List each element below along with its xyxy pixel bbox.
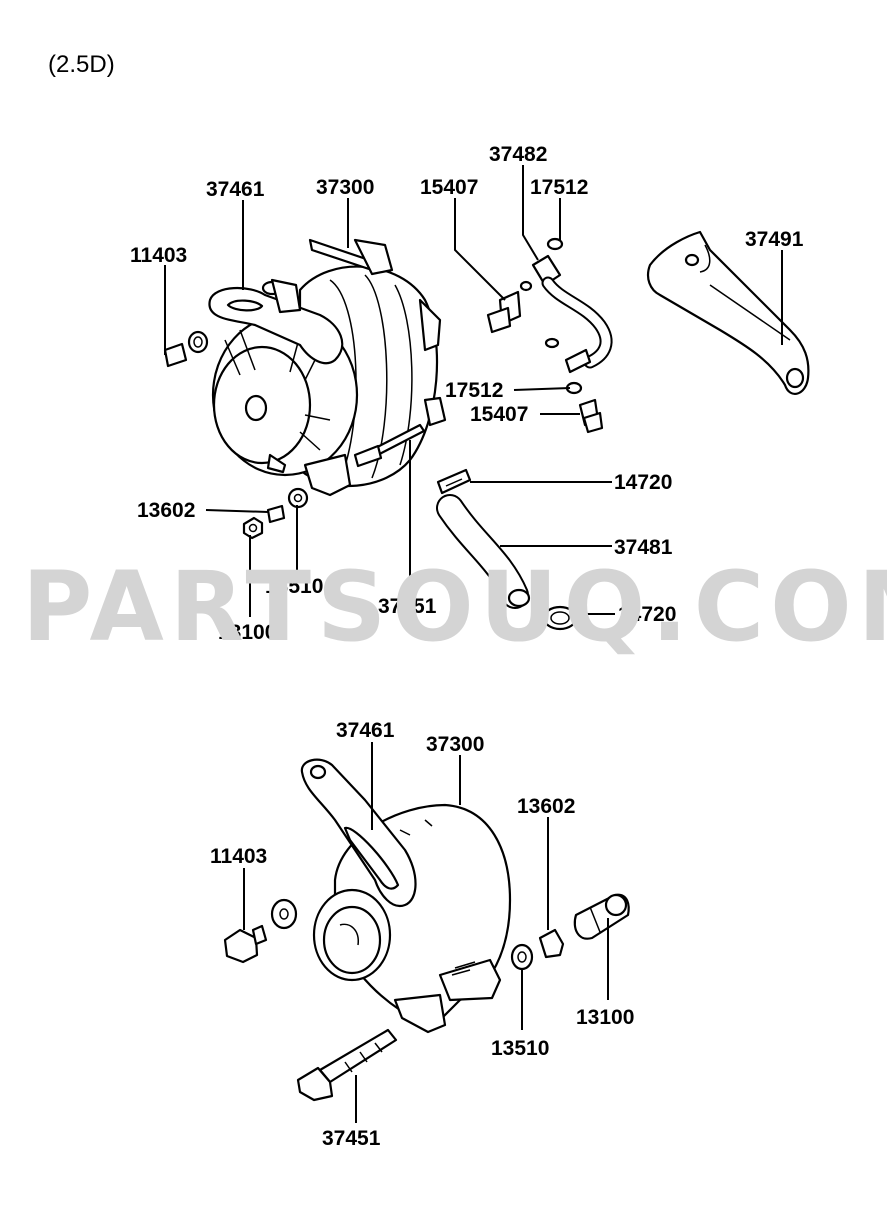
oil-pipe-37482 <box>531 254 613 374</box>
callout-15407: 15407 <box>420 176 478 199</box>
callout-13602: 13602 <box>137 499 195 522</box>
oil-hose-37481 <box>436 494 531 609</box>
lower-diagram: 37461 37300 13602 11403 13100 13510 3745… <box>210 719 634 1150</box>
fasteners-lower <box>510 893 630 971</box>
callout-13100: 13100 <box>218 621 276 644</box>
upper-diagram: 37461 37300 15407 37482 17512 37491 1140… <box>130 143 810 644</box>
callout-13510: 13510 <box>265 575 323 598</box>
through-bolt-upper <box>353 396 447 468</box>
callout-13100-lower: 13100 <box>576 1006 634 1029</box>
adjusting-bar-upper <box>208 278 344 365</box>
callout-37482: 37482 <box>489 143 547 166</box>
bolt-11403-upper <box>163 330 209 368</box>
gaskets-17512 <box>519 237 583 395</box>
watermark: PARTSOUQ.COM <box>22 551 887 663</box>
protector-37491 <box>646 230 810 395</box>
callout-11403: 11403 <box>130 244 187 267</box>
bolt-11403-lower <box>223 898 298 964</box>
callout-14720: 14720 <box>614 471 672 494</box>
callout-14720-clamp: 14720 <box>618 603 676 626</box>
callout-11403-lower: 11403 <box>210 845 267 868</box>
hose-clamp-14720b <box>542 605 578 631</box>
callout-37481: 37481 <box>614 536 673 559</box>
leader-lines-lower <box>243 742 609 1123</box>
callout-37491: 37491 <box>745 228 804 251</box>
alternator-upper <box>211 238 442 497</box>
callout-37300: 37300 <box>316 176 374 199</box>
callout-13602-lower: 13602 <box>517 795 575 818</box>
through-bolt-lower <box>296 1028 398 1102</box>
adjusting-bar-lower <box>300 758 417 908</box>
alternator-lower <box>312 803 512 1034</box>
callout-37451-lower: 37451 <box>322 1127 381 1150</box>
union-bolt-15407b <box>578 398 604 434</box>
callouts-lower: 37461 37300 13602 11403 13100 13510 3745… <box>210 719 634 1150</box>
callout-17512: 17512 <box>530 176 588 199</box>
callouts-upper: 37461 37300 15407 37482 17512 37491 1140… <box>130 143 804 644</box>
callout-37461-lower: 37461 <box>336 719 395 742</box>
callout-37461: 37461 <box>206 178 265 201</box>
engine-variant-label: (2.5D) <box>48 51 115 78</box>
callout-13510-lower: 13510 <box>491 1037 549 1060</box>
callout-17512-lower: 17512 <box>445 379 503 402</box>
callout-15407-lower: 15407 <box>470 403 528 426</box>
callout-37300-lower: 37300 <box>426 733 484 756</box>
leader-lines-upper <box>164 165 783 617</box>
fasteners-upper <box>242 487 309 540</box>
hose-clamp-14720a <box>436 468 472 495</box>
callout-37451: 37451 <box>378 595 437 618</box>
